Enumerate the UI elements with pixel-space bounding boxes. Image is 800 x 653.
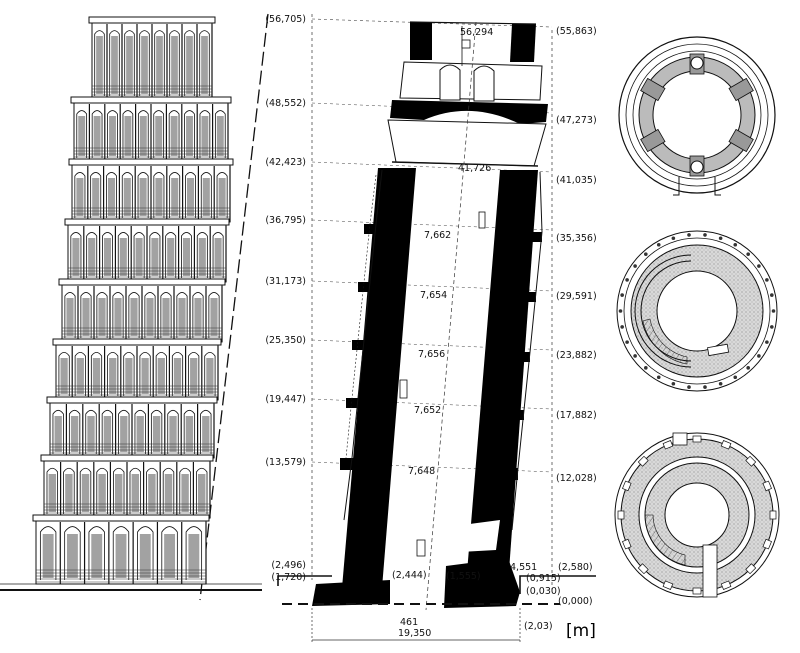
sketch-tier — [32, 514, 210, 585]
sketch-tier — [58, 278, 226, 343]
sketch-tier — [64, 218, 230, 283]
left-wall-section — [342, 168, 416, 588]
inner-dimension-label: 7,652 — [414, 405, 441, 416]
inner-dimension-label: 56,294 — [460, 27, 493, 38]
right-gallery-ledges — [496, 232, 542, 480]
left-outer-colonnade — [343, 169, 383, 521]
right-wall-section — [466, 170, 538, 585]
level-label-left: (31,173) — [265, 276, 306, 287]
upper-vault-section — [390, 100, 548, 124]
level-label-left: (1,720) — [271, 572, 306, 583]
right-foundation — [444, 558, 520, 608]
level-label-right: (2,580) — [558, 562, 593, 573]
plan-belfry — [618, 36, 776, 196]
inner-dimension-label: 4,551 — [510, 562, 537, 573]
level-label-left: (13,579) — [265, 457, 306, 468]
stair-window — [399, 379, 408, 399]
tower-axis-line — [425, 21, 477, 611]
tower-cross-section: (56,705) (48,552) (42,423) (36,795) (31,173)… — [265, 14, 597, 642]
sketch-vertical-reference-line — [199, 13, 269, 601]
sketch-tier — [70, 96, 232, 163]
inner-dimension-label: 7,654 — [420, 290, 447, 301]
level-label-right: (0,915) — [526, 573, 561, 584]
belfry-section — [399, 21, 543, 102]
inner-dimension-label: 7,648 — [408, 466, 435, 477]
sketch-tier — [46, 396, 218, 459]
wall-opening — [460, 520, 500, 552]
plan-shaft — [616, 230, 778, 392]
plan-ground — [614, 432, 780, 598]
level-label-right: (29,591) — [556, 291, 597, 302]
level-label-left: (56,705) — [265, 14, 306, 25]
level-label-left: (19,447) — [265, 394, 306, 405]
left-ground-level — [277, 575, 332, 586]
base-dimension-label: 461 — [400, 617, 418, 628]
right-ground-level — [519, 575, 596, 594]
level-label-right: (0,000) — [558, 596, 593, 607]
level-label-left: (2,496) — [271, 560, 306, 571]
sketch-tier — [88, 16, 216, 101]
base-dimension-label: 19,350 — [398, 628, 431, 639]
level-label-right: (47,273) — [556, 115, 597, 126]
level-label-right: (55,863) — [556, 26, 597, 37]
level-label-right: (41,035) — [556, 175, 597, 186]
unit-label: [m] — [566, 621, 596, 641]
level-label-right: (12,028) — [556, 473, 597, 484]
level-label-left: (25,350) — [265, 335, 306, 346]
level-label-right: (17,882) — [556, 410, 597, 421]
sketch-tiers — [32, 16, 234, 585]
inner-dimension-label: 7,662 — [424, 230, 451, 241]
level-label-left: (42,423) — [265, 157, 306, 168]
level-label-left: (48,552) — [265, 98, 306, 109]
tower-perspective-sketch — [0, 13, 269, 601]
section-labels: (56,705) (48,552) (42,423) (36,795) (31,173)… — [265, 14, 596, 639]
level-label-left: (36,795) — [265, 215, 306, 226]
inner-dimension-label: 7,656 — [418, 349, 445, 360]
floor-plans — [614, 36, 780, 598]
level-label-right: (35,356) — [556, 233, 597, 244]
inner-dimension-label: (1,555) — [446, 571, 481, 582]
level-label-right: (0,030) — [526, 586, 561, 597]
left-foundation — [312, 580, 390, 606]
level-label-right: (23,882) — [556, 350, 597, 361]
sketch-tier — [40, 454, 214, 519]
inner-dimension-label: (2,444) — [392, 570, 427, 581]
stair-window — [478, 211, 486, 229]
right-outer-colonnade — [511, 171, 543, 531]
door-opening — [416, 539, 426, 557]
sketch-tier — [52, 338, 222, 401]
level-label-right: (2,03) — [524, 621, 553, 632]
sketch-tier — [68, 158, 234, 223]
inner-dimension-label: 41,726 — [458, 163, 491, 174]
